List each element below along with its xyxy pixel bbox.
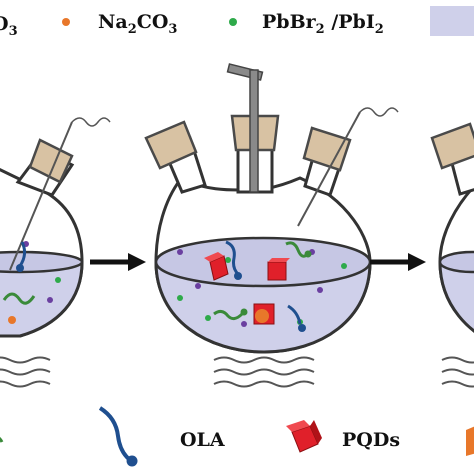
- arrow-right-icon: [370, 253, 426, 271]
- legend-na2co3-text: Na2CO3: [98, 11, 177, 37]
- flask-left-solution: [0, 260, 84, 338]
- heating-waves-icon: [441, 356, 474, 388]
- solution-swatch: [430, 6, 474, 36]
- pqd-cube-icon: [267, 258, 290, 281]
- flask-right-solution: [438, 260, 474, 333]
- flask-left: [0, 117, 111, 338]
- legend-item1-text: O3: [0, 13, 18, 39]
- flask-right: [430, 122, 474, 333]
- ola-chain-icon: [225, 240, 240, 276]
- cork-icon: [144, 120, 198, 170]
- ola-chain-icon: [287, 304, 302, 325]
- pqd-cube-icon: [204, 252, 229, 281]
- top-legend: O3 Na2CO3 PbBr2 /PbI2: [0, 6, 474, 39]
- heating-waves-icon: [213, 356, 315, 388]
- ola-chain-icon: [18, 241, 27, 267]
- na2co3-dot-icon: [62, 18, 70, 26]
- legend-pqds-text: PQDs: [342, 429, 400, 451]
- pqd-cube-icon: [253, 303, 275, 325]
- flask-middle-surface: [154, 236, 372, 288]
- cork-icon: [28, 138, 74, 184]
- thermometer-icon: [297, 111, 361, 227]
- oa-molecule-icon: [0, 436, 4, 443]
- pqd-orange-cube-icon: [466, 426, 474, 456]
- pqd-cube-icon: [286, 420, 322, 453]
- cork-icon: [430, 122, 474, 170]
- cork-icon: [302, 126, 352, 172]
- thermometer-icon: [9, 121, 73, 271]
- legend-ola-text: OLA: [180, 429, 225, 451]
- arrow-right-icon: [90, 253, 146, 271]
- bottom-legend: OLA PQDs: [0, 406, 474, 467]
- wire-coil-icon: [359, 107, 399, 117]
- wire-coil-icon: [71, 117, 111, 127]
- ola-molecule-icon: [98, 406, 138, 467]
- flask-middle: [144, 63, 399, 354]
- flask-right-surface: [438, 250, 474, 274]
- pbbr2-dot-icon: [229, 18, 237, 26]
- legend-pbbr2-text: PbBr2 /PbI2: [262, 11, 384, 37]
- gas-inlet-tube-icon: [226, 63, 264, 193]
- heating-waves-icon: [0, 356, 51, 388]
